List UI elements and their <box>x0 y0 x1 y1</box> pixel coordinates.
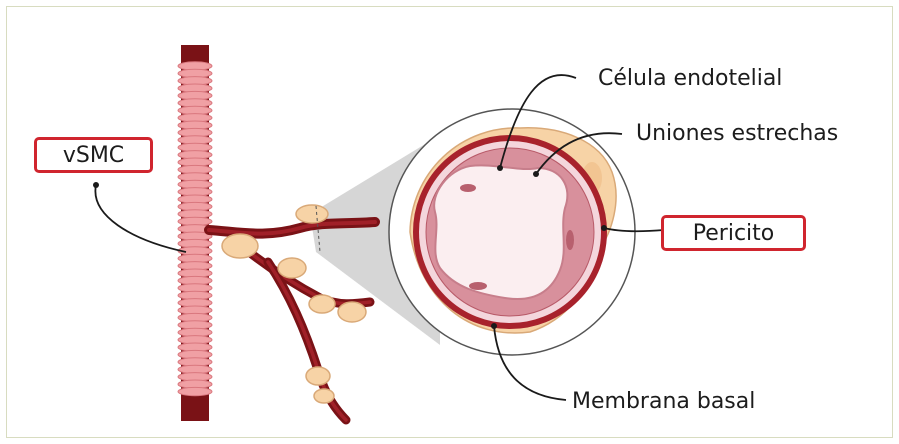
capillary-cross-section <box>389 109 635 355</box>
lumen <box>434 165 567 299</box>
label-celula-endotelial: Célula endotelial <box>598 68 782 90</box>
label-membrana-basal: Membrana basal <box>572 391 755 413</box>
label-pericito: Pericito <box>661 215 806 251</box>
label-vsmc: vSMC <box>34 137 153 173</box>
leader-vsmc <box>95 185 186 252</box>
smooth-muscle-cell <box>178 387 212 395</box>
label-uniones-estrechas: Uniones estrechas <box>636 123 838 145</box>
